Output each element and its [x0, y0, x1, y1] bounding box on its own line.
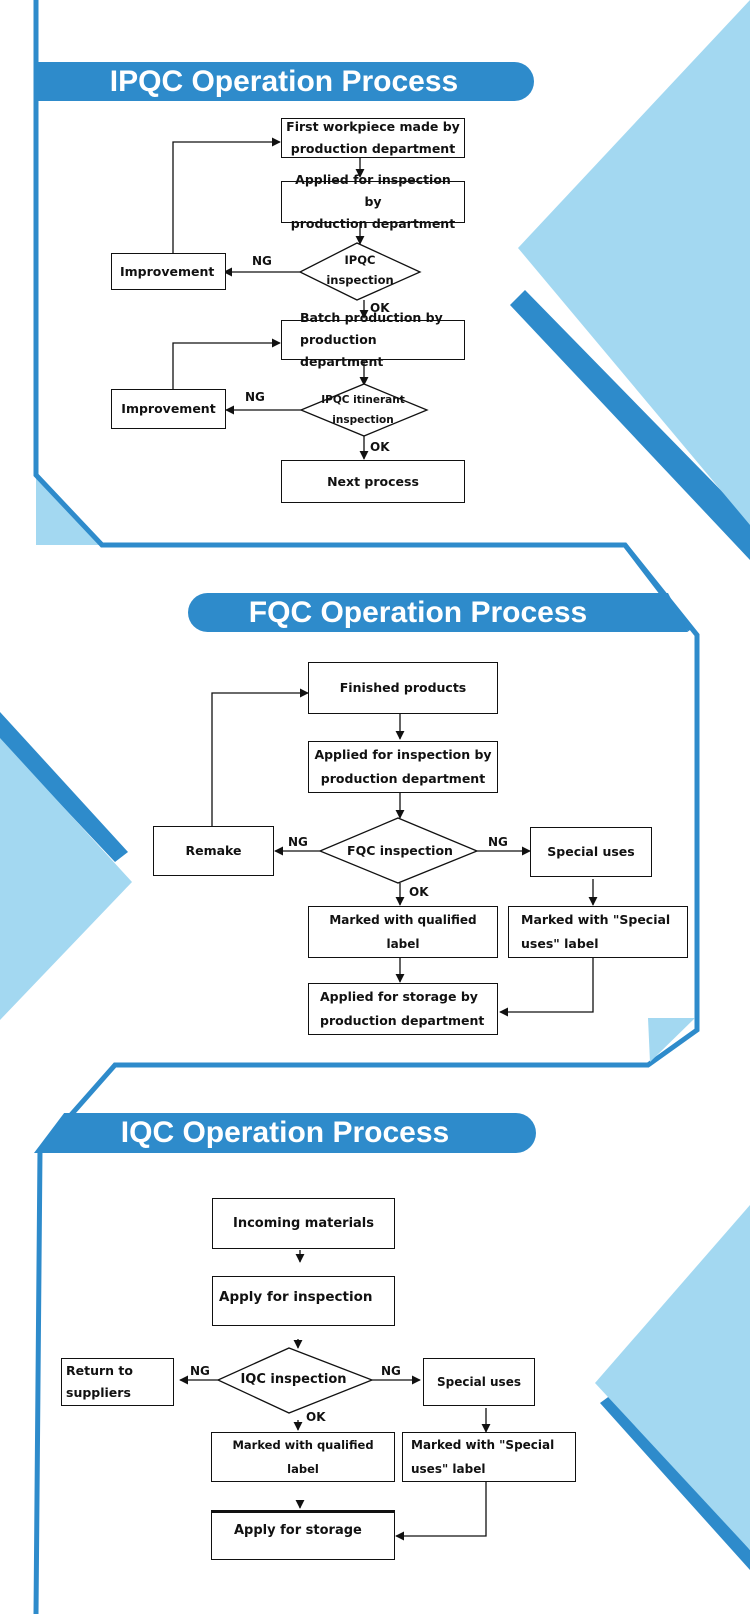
fqc-deco-dark-stripe — [0, 712, 128, 862]
iqc-arrow-special-label-to-storage — [395, 1481, 487, 1541]
iqc-node-incoming-materials: Incoming materials — [212, 1198, 395, 1249]
ipqc-ng-label-2: NG — [245, 390, 265, 404]
ipqc-ng-label-1: NG — [252, 254, 272, 268]
fqc-ok-label: OK — [409, 885, 429, 899]
fqc-title-banner: FQC Operation Process — [188, 593, 688, 632]
ipqc-node-itinerant-label: IPQC itinerant inspection — [321, 394, 405, 426]
fqc-node-special-uses: Special uses — [530, 827, 652, 877]
iqc-node-qualified-label: Marked with qualified label — [211, 1432, 395, 1482]
ipqc-node-first-workpiece: First workpiece made by production depar… — [281, 118, 465, 158]
iqc-title: IQC Operation Process — [120, 1116, 450, 1149]
fqc-title: FQC Operation Process — [248, 595, 588, 629]
iqc-node-inspection-label: IQC inspection — [240, 1372, 347, 1387]
ipqc-node-inspection-label: IPQC inspection — [326, 253, 394, 287]
ipqc-node-next-process: Next process — [281, 460, 465, 503]
fqc-node-inspection-label: FQC inspection — [347, 843, 453, 858]
fqc-deco-light-diamond — [0, 738, 132, 1020]
ipqc-arrow-improvement-1-loop — [172, 137, 281, 253]
ipqc-node-improvement-2: Improvement — [111, 389, 226, 429]
fqc-arrow-special-label-to-storage — [499, 958, 594, 1017]
iqc-node-special-uses: Special uses — [423, 1358, 535, 1406]
ipqc-node-applied-inspection: Applied for inspection by production dep… — [281, 172, 465, 231]
ipqc-arrow-improvement-2-loop — [172, 338, 281, 389]
ipqc-deco-light-diamond — [518, 0, 750, 525]
fqc-node-qualified-label: Marked with qualified label — [308, 906, 498, 958]
ipqc-inspection-diamond — [298, 242, 422, 301]
iqc-node-return-suppliers: Return to suppliers — [61, 1358, 174, 1406]
ipqc-title-banner: IPQC Operation Process — [34, 62, 534, 101]
fqc-node-finished-products: Finished products — [308, 662, 498, 714]
iqc-ok-label: OK — [306, 1410, 326, 1424]
fqc-node-applied-inspection: Applied for inspection by production dep… — [308, 741, 498, 793]
iqc-node-apply-storage: Apply for storage — [211, 1510, 395, 1560]
iqc-node-apply-inspection: Apply for inspection — [212, 1276, 395, 1326]
iqc-ng-label-left: NG — [190, 1364, 210, 1378]
ipqc-deco-dark-stripe — [510, 290, 750, 560]
fqc-arrow-remake-loop — [211, 688, 309, 826]
ipqc-ok-label-2: OK — [370, 440, 390, 454]
fqc-ng-label-left: NG — [288, 835, 308, 849]
iqc-node-special-label: Marked with "Special uses" label — [402, 1432, 576, 1482]
iqc-ng-label-right: NG — [381, 1364, 401, 1378]
iqc-inspection-diamond — [216, 1347, 374, 1414]
fqc-node-remake: Remake — [153, 826, 274, 876]
iqc-deco-dark-stripe — [600, 1392, 750, 1570]
ipqc-node-batch-production: Batch production by production departmen… — [281, 310, 465, 369]
fqc-ng-label-right: NG — [488, 835, 508, 849]
ipqc-node-improvement-1: Improvement — [111, 253, 226, 290]
fqc-node-special-label: Marked with "Special uses" label — [508, 906, 688, 958]
ipqc-ok-label-1: OK — [370, 301, 390, 315]
iqc-title-banner: IQC Operation Process — [34, 1113, 536, 1153]
fqc-inspection-diamond — [318, 817, 479, 884]
fqc-corner-fill — [648, 1018, 695, 1062]
ipqc-title: IPQC Operation Process — [109, 64, 459, 98]
fqc-node-applied-storage: Applied for storage by production depart… — [308, 983, 498, 1035]
iqc-deco-light-diamond — [595, 1205, 750, 1550]
